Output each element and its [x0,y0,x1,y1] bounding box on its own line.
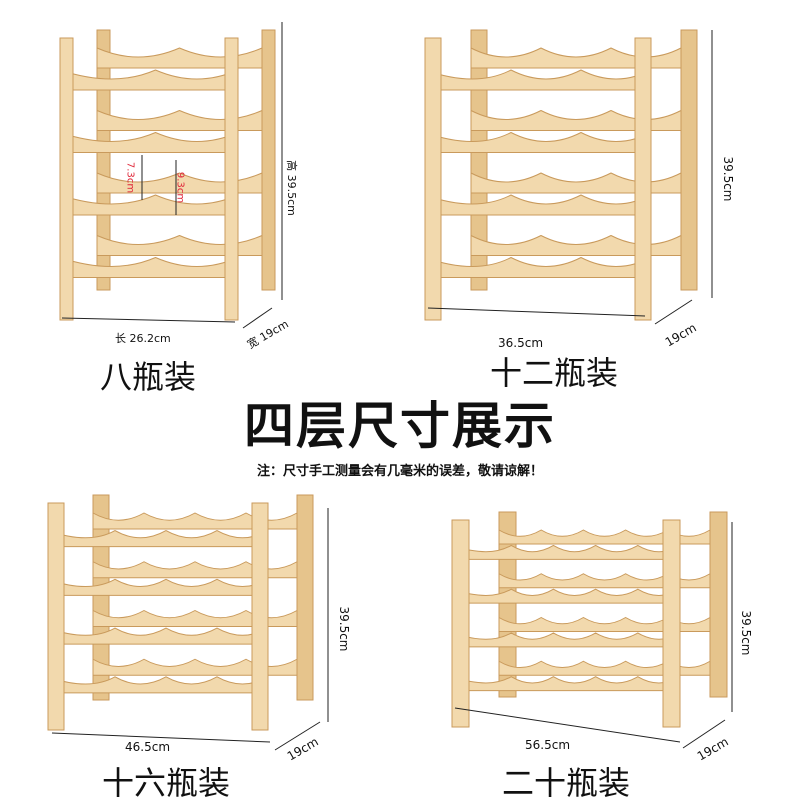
rack-16-illustration [47,494,314,731]
rack-16-width-label: 46.5cm [125,740,171,754]
front-rail [47,675,269,694]
back-post-right [296,494,314,701]
rack-20-height-label: 39.5cm [739,610,753,656]
front-rail [424,256,652,278]
rack-16-caption: 十六瓶装 [102,764,231,802]
back-rail [96,234,263,256]
measurement-note: 注：尺寸手工测量会有几毫米的误差，敬请谅解！ [256,464,543,479]
rack-8-width-label: 长 26.2cm [115,332,171,345]
back-rail [498,529,711,545]
back-rail [92,512,298,530]
back-rail [92,560,298,579]
back-rail [96,172,263,194]
front-rail [47,627,269,645]
back-post-right [680,29,698,291]
back-rail [92,609,298,627]
rack-12-caption: 十二瓶装 [490,354,619,392]
back-rail [498,616,711,632]
back-rail [470,172,682,194]
front-rail [424,131,652,153]
front-rail [47,529,269,548]
back-post-left [96,29,111,291]
front-rail [451,632,681,648]
front-rail [451,544,681,560]
back-rail [96,109,263,131]
rack-8-illustration [59,29,276,321]
front-rail [424,194,652,216]
page-heading: 四层尺寸展示 [244,397,556,455]
back-rail [498,572,711,589]
back-rail [470,234,682,256]
back-rail [470,47,682,69]
front-rail [424,69,652,91]
back-post-right [261,29,276,291]
back-rail [96,47,263,69]
rack-20-illustration [451,511,728,728]
back-rail [498,660,711,676]
front-rail [451,675,681,692]
back-post-left [470,29,488,291]
rack-12-illustration [424,29,698,321]
front-post-left [59,37,74,321]
front-post-left [47,502,65,731]
rack-12-width-label: 36.5cm [498,336,544,350]
front-rail [47,578,269,596]
front-post-right [634,37,652,321]
rack-20-width-label: 56.5cm [525,738,571,752]
back-post-right [709,511,728,698]
front-rail [451,588,681,604]
front-post-right [224,37,239,321]
front-post-right [662,519,681,728]
front-post-right [251,502,269,731]
front-post-left [424,37,442,321]
back-rail [92,658,298,676]
back-rail [470,109,682,131]
rack-20-caption: 二十瓶装 [502,764,631,802]
front-post-left [451,519,470,728]
rack-8-caption: 八瓶装 [100,358,197,396]
